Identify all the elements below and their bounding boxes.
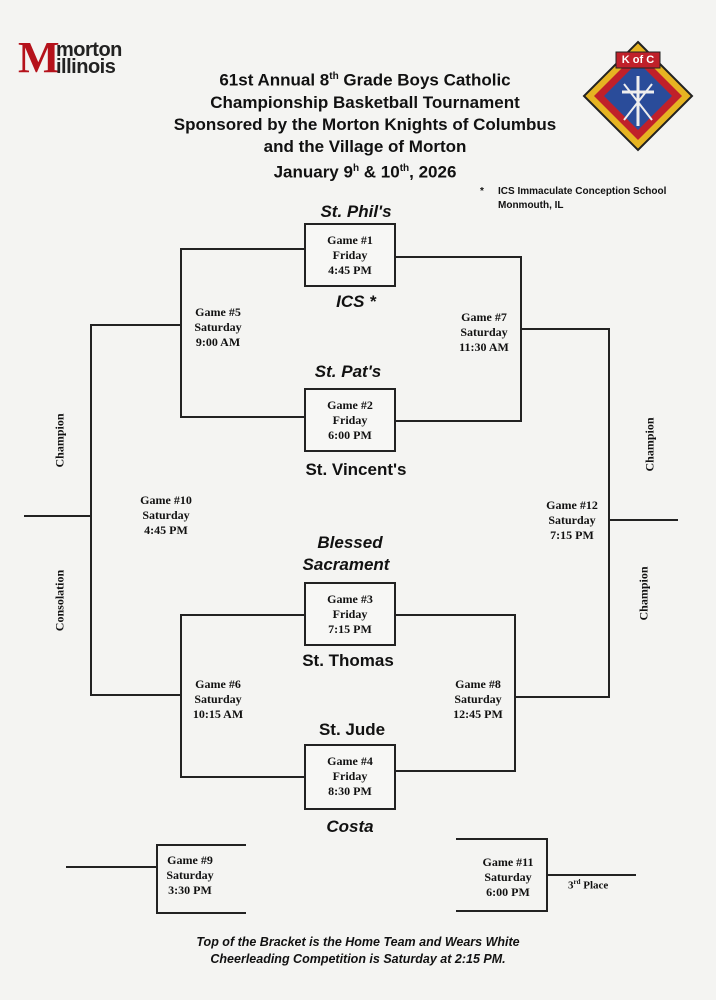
bracket-line: [396, 420, 520, 422]
bracket-line: [180, 416, 304, 418]
bracket-line: [90, 324, 92, 696]
left-consolation-label: Consolation: [52, 569, 67, 632]
bracket-line: [66, 866, 156, 868]
bracket-line: [180, 614, 304, 616]
bracket-line: [180, 248, 182, 418]
bracket-line: [396, 770, 516, 772]
team-sacrament: Sacrament: [302, 555, 390, 574]
bracket-line: [456, 838, 546, 840]
team-blessed: Blessed: [317, 533, 383, 552]
ics-footnote: *ICS Immaculate Conception School Monmou…: [480, 186, 667, 211]
title-dates: January 9h & 10th, 2026: [273, 162, 457, 182]
bracket-line: [520, 328, 610, 330]
title-line-3: Sponsored by the Morton Knights of Colum…: [173, 114, 557, 134]
bracket-line: [520, 256, 522, 422]
team-ics: ICS *: [336, 292, 376, 311]
bracket-line: [180, 248, 304, 250]
bracket-line: [514, 614, 516, 772]
right-champion-label-bottom: Champion: [636, 566, 651, 621]
team-st-thomas: St. Thomas: [302, 651, 394, 670]
bracket-line: [90, 324, 180, 326]
bracket-line: [180, 614, 182, 778]
footer-line-1: Top of the Bracket is the Home Team and …: [196, 935, 520, 949]
bracket-line: [156, 912, 246, 914]
kofc-shield-icon: [582, 40, 694, 152]
third-place-label: 3rd Place: [568, 878, 609, 892]
bracket-line: [156, 844, 158, 914]
team-st-vincents: St. Vincent's: [305, 460, 407, 479]
bracket-line: [608, 519, 678, 521]
footer-line-2: Cheerleading Competition is Saturday at …: [210, 952, 506, 966]
morton-logo-mark: M: [18, 33, 60, 82]
bracket-line: [156, 844, 246, 846]
title-line-4: and the Village of Morton: [263, 136, 467, 156]
team-st-phils: St. Phil's: [320, 202, 392, 221]
team-st-pats: St. Pat's: [314, 362, 382, 381]
bracket-line: [24, 515, 90, 517]
title-line-2: Championship Basketball Tournament: [210, 92, 520, 112]
left-champion-label: Champion: [52, 413, 67, 468]
bracket-line: [516, 696, 608, 698]
bracket-line: [396, 614, 516, 616]
bracket-line: [456, 910, 546, 912]
right-champion-label-top: Champion: [642, 417, 657, 472]
morton-illinois-logo: M morton illinois: [18, 33, 122, 82]
bracket-line: [180, 776, 304, 778]
bracket-line: [546, 874, 636, 876]
kofc-letters: K of C: [621, 54, 655, 66]
bracket-line: [608, 328, 610, 698]
bracket-line: [396, 256, 520, 258]
team-costa: Costa: [326, 817, 374, 836]
footer-notes: Top of the Bracket is the Home Team and …: [100, 934, 616, 968]
team-st-jude: St. Jude: [318, 720, 386, 739]
bracket-line: [90, 694, 180, 696]
morton-logo-text: morton illinois: [56, 39, 122, 78]
title-line-1: 61st Annual 8th Grade Boys Catholic: [219, 70, 511, 90]
tournament-title: 61st Annual 8th Grade Boys Catholic Cham…: [120, 66, 610, 183]
knights-of-columbus-emblem: K of C: [582, 40, 694, 152]
